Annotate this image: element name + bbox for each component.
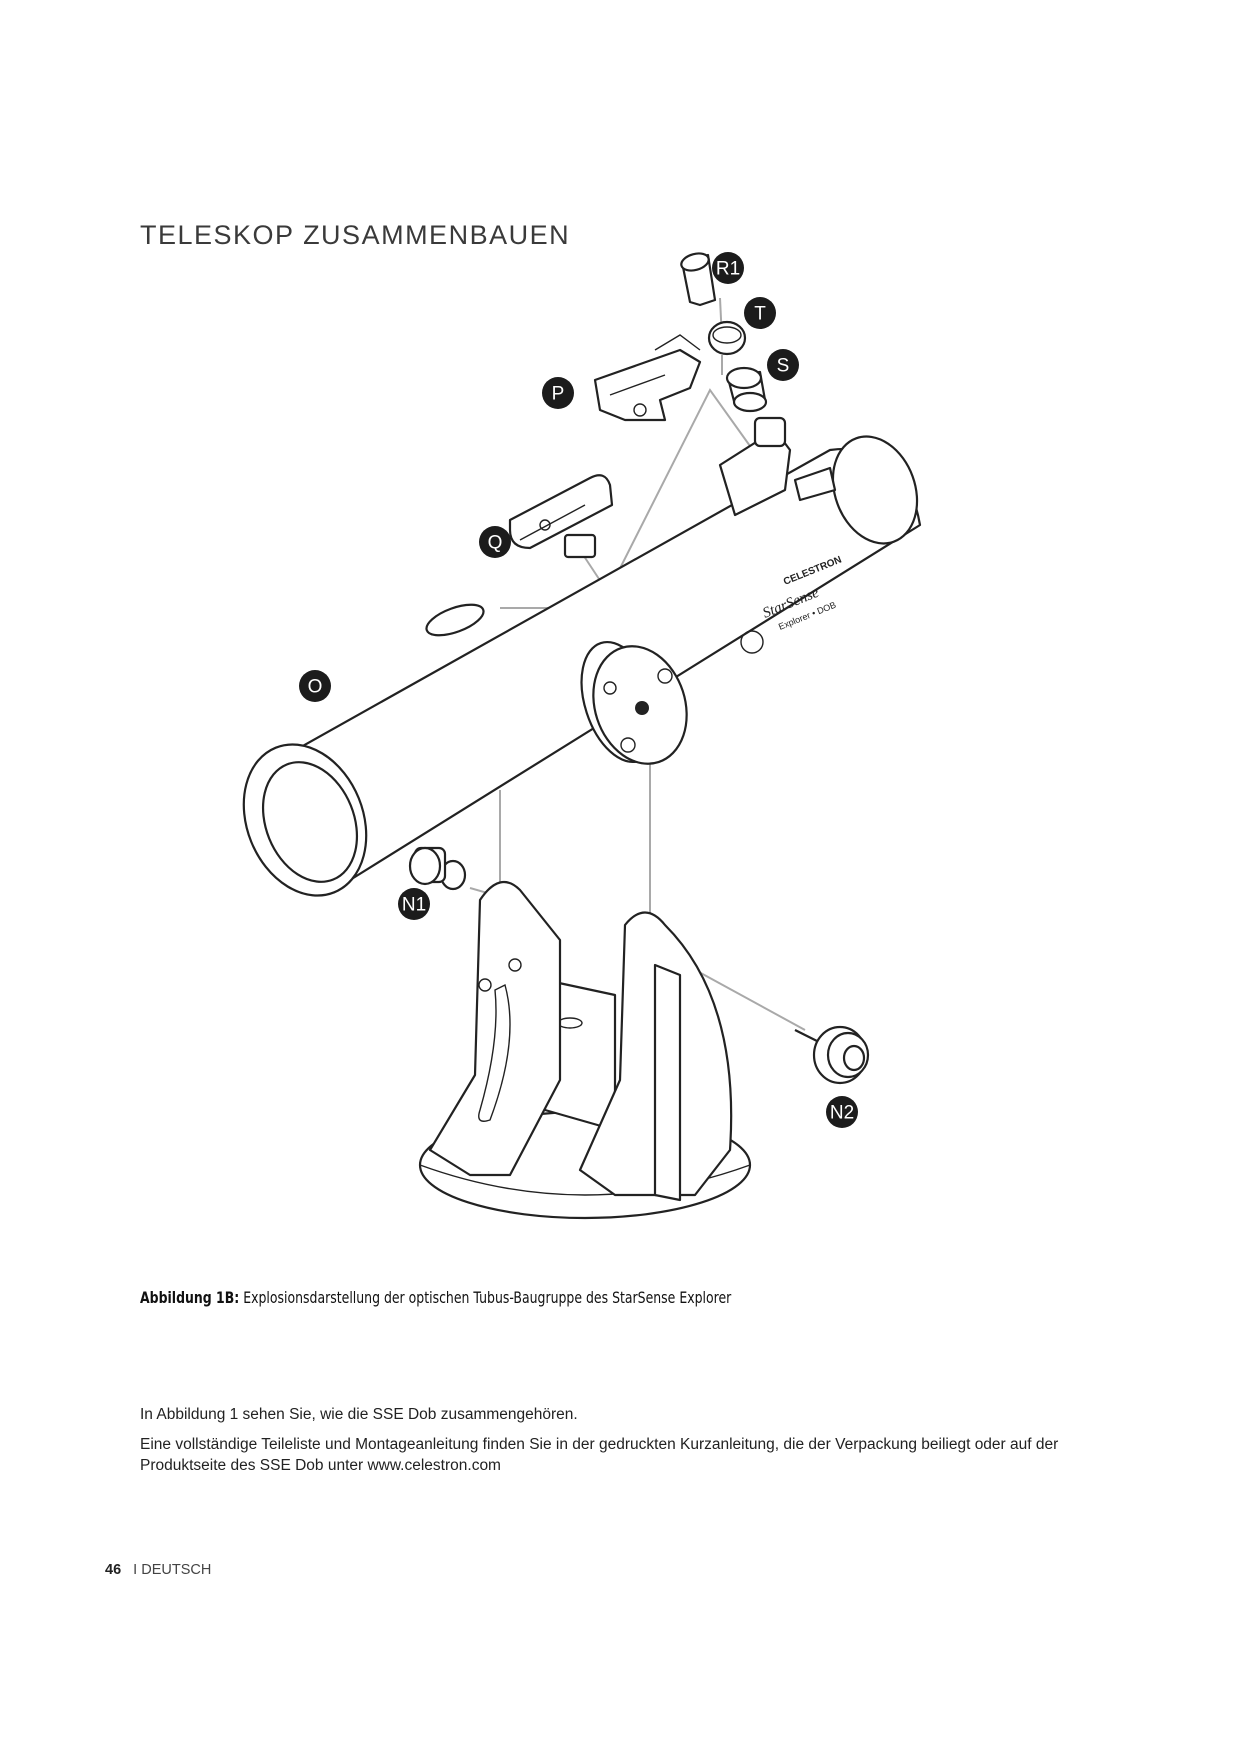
optical-tube: CELESTRON StarSense Explorer • DOB xyxy=(242,416,922,897)
callout-q: Q xyxy=(479,526,511,558)
footer-language: I DEUTSCH xyxy=(133,1562,212,1578)
svg-text:T: T xyxy=(754,304,766,325)
callout-s: S xyxy=(767,349,799,381)
callout-n1: N1 xyxy=(398,888,430,920)
adapter-t xyxy=(707,320,747,356)
intro-paragraph: In Abbildung 1 sehen Sie, wie die SSE Do… xyxy=(140,1406,578,1423)
adapter-s xyxy=(725,366,768,413)
page-footer: 46 I DEUTSCH xyxy=(105,1562,211,1578)
svg-text:R1: R1 xyxy=(716,259,740,280)
starsense-dock-p xyxy=(593,334,702,422)
callout-o: O xyxy=(299,670,331,702)
svg-text:Q: Q xyxy=(488,533,503,554)
parts-list-paragraph: Eine vollständige Teileliste und Montage… xyxy=(140,1436,1059,1474)
svg-text:N2: N2 xyxy=(830,1103,854,1124)
callout-t: T xyxy=(744,297,776,329)
caption-text: Explosionsdarstellung der optischen Tubu… xyxy=(243,1288,732,1307)
dobsonian-base xyxy=(418,880,752,1220)
callout-r1: R1 xyxy=(712,252,744,284)
knob-n2 xyxy=(794,1025,870,1085)
caption-label: Abbildung 1B: xyxy=(140,1288,240,1307)
figure-caption: Abbildung 1B: Explosionsdarstellung der … xyxy=(140,1288,731,1307)
finder-q xyxy=(508,474,614,559)
page-number: 46 xyxy=(105,1562,122,1578)
svg-text:P: P xyxy=(552,384,565,405)
knob-n1 xyxy=(408,846,467,891)
callout-n2: N2 xyxy=(826,1096,858,1128)
telescope-exploded-diagram: CELESTRON StarSense Explorer • DOB R1 xyxy=(242,252,922,1220)
svg-text:O: O xyxy=(308,677,323,698)
svg-text:S: S xyxy=(777,356,790,377)
callout-p: P xyxy=(542,377,574,409)
page-title: TELESKOP ZUSAMMENBAUEN xyxy=(140,220,571,250)
eyepiece-r1 xyxy=(680,252,717,307)
svg-text:N1: N1 xyxy=(402,895,426,916)
